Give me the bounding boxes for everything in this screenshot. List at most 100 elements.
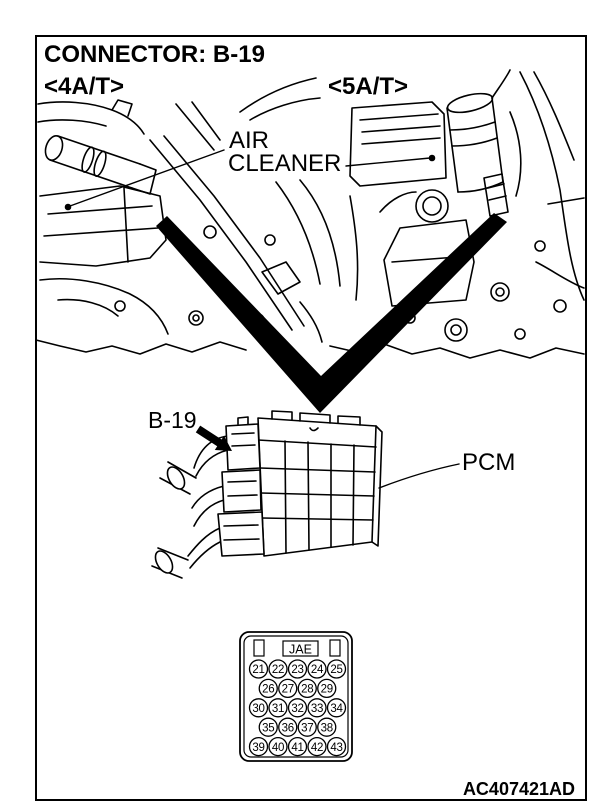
pcm-connector-bottom: [217, 511, 265, 557]
pin-number: 40: [272, 742, 284, 754]
figure-frame: [35, 35, 587, 801]
connector-pins: 21 22 23 24 25 26 27 28 29 30 31 32 33 34 35 36 37 38 39 40…: [248, 659, 347, 757]
air-cleaner-label-line1: AIR: [229, 127, 269, 154]
reservoir-cap: [415, 189, 449, 223]
pin-circle: [287, 698, 308, 718]
pin-number: 33: [311, 703, 323, 715]
intake-hose-right: [446, 69, 511, 193]
pin-21: 21: [248, 659, 269, 679]
pin-circle: [268, 659, 288, 679]
pin-number: 39: [252, 742, 264, 754]
pin-number: 32: [291, 703, 303, 715]
pin-34: 34: [326, 698, 347, 718]
engine-bay-illustration: [35, 69, 585, 359]
pin-number: 35: [262, 722, 274, 734]
pcm-label: PCM: [462, 449, 515, 476]
pin-circle: [278, 717, 298, 737]
pcm-leader-line: [378, 463, 460, 489]
pin-circle: [287, 736, 308, 757]
pin-number: 25: [330, 664, 342, 676]
pin-number: 23: [291, 664, 303, 676]
pin-28: 28: [297, 678, 317, 699]
pin-number: 28: [301, 684, 313, 696]
pin-circle: [326, 736, 347, 757]
pin-43: 43: [326, 736, 347, 757]
pin-22: 22: [268, 659, 288, 679]
pin-24: 24: [307, 659, 327, 679]
hood-strut-left: [37, 99, 145, 135]
air-cleaner-housing-left: [39, 185, 167, 267]
label-knockouts: [40, 40, 420, 176]
pin-circle: [307, 698, 327, 718]
air-cleaner-leader-lines: [64, 149, 436, 211]
pin-33: 33: [307, 698, 327, 718]
pin-40: 40: [268, 736, 288, 757]
pin-number: 21: [252, 664, 264, 676]
pin-number: 42: [311, 742, 323, 754]
pcm-connector-b19: [225, 416, 261, 471]
b19-pointer-arrow: [195, 425, 232, 451]
pin-25: 25: [326, 659, 347, 679]
pin-circle: [248, 659, 269, 679]
pin-circle: [307, 659, 327, 679]
figure-title: CONNECTOR: B-19: [44, 41, 265, 68]
pin-number: 31: [272, 703, 284, 715]
harness-connector-right: [483, 111, 522, 217]
pin-number: 24: [311, 664, 324, 676]
pin-35: 35: [258, 717, 278, 737]
pin-number: 30: [252, 703, 264, 715]
pin-39: 39: [248, 736, 269, 757]
pin-number: 22: [272, 664, 284, 676]
variant-label-5at: <5A/T>: [328, 73, 408, 100]
pin-number: 37: [301, 722, 313, 734]
pin-circle: [248, 736, 269, 757]
key-slot-left: [253, 639, 265, 657]
pin-number: 36: [282, 722, 294, 734]
pin-circle: [278, 678, 298, 699]
pin-23: 23: [287, 659, 308, 679]
location-callout-wedge: [156, 213, 507, 413]
pin-number: 26: [262, 684, 274, 696]
pin-circle: [268, 736, 288, 757]
pin-circle: [248, 698, 269, 718]
maker-tab: [282, 640, 319, 657]
pin-41: 41: [287, 736, 308, 757]
connector-b19-face-view: JAE 21 22 23 24 25 26 27 28 29 30 31 32 33 34 35 36 37 38…: [239, 631, 353, 762]
pin-number: 41: [291, 742, 303, 754]
pcm-connector-middle: [221, 469, 262, 513]
pin-circle: [258, 678, 278, 699]
pin-circle: [287, 659, 308, 679]
pin-number: 27: [282, 684, 294, 696]
pin-27: 27: [278, 678, 298, 699]
air-cleaner-label-line2: CLEANER: [228, 150, 341, 177]
air-cleaner-box-right: [349, 101, 447, 187]
pin-37: 37: [297, 717, 317, 737]
b19-callout-label: B-19: [148, 407, 197, 433]
pin-number: 29: [321, 684, 333, 696]
pin-38: 38: [317, 717, 337, 737]
pin-30: 30: [248, 698, 269, 718]
connector-maker-label: JAE: [289, 643, 312, 657]
pin-number: 34: [330, 703, 343, 715]
pin-circle: [307, 736, 327, 757]
pin-circle: [317, 717, 337, 737]
pin-circle: [326, 698, 347, 718]
pin-29: 29: [317, 678, 337, 699]
pin-circle: [268, 698, 288, 718]
connector-inner-shell: [243, 635, 349, 758]
fender-right: [519, 71, 585, 301]
pin-circle: [317, 678, 337, 699]
pcm-illustration: [151, 410, 383, 579]
engine-top-center: [239, 77, 359, 343]
pcm-housing: [257, 410, 383, 557]
pin-26: 26: [258, 678, 278, 699]
pin-number: 38: [321, 722, 333, 734]
pin-circle: [297, 678, 317, 699]
pin-circle: [258, 717, 278, 737]
pin-36: 36: [278, 717, 298, 737]
pin-31: 31: [268, 698, 288, 718]
pin-circle: [297, 717, 317, 737]
variant-label-4at: <4A/T>: [44, 73, 124, 100]
key-slot-right: [329, 639, 341, 657]
